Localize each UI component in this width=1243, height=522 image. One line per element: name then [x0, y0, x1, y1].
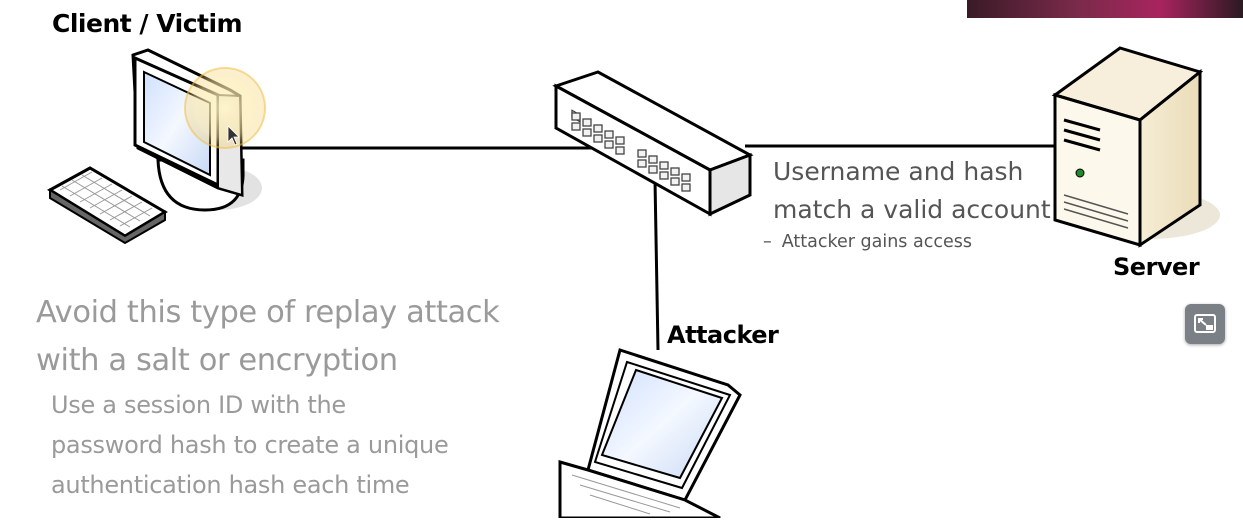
lesson-sub-line-2: password hash to create a unique — [51, 431, 449, 459]
picture-in-picture-icon — [1194, 314, 1216, 333]
cursor-highlight — [184, 67, 266, 149]
server-note-sub-text: Attacker gains access — [781, 232, 972, 252]
attacker-label: Attacker — [667, 321, 779, 349]
lesson-line-1: Avoid this type of replay attack — [36, 295, 500, 330]
client-computer-icon — [47, 48, 266, 245]
mouse-pointer-icon — [227, 125, 240, 146]
client-label: Client / Victim — [52, 9, 243, 38]
attacker-laptop-icon — [558, 348, 742, 520]
server-tower-icon — [1051, 46, 1220, 248]
server-note-sub: –Attacker gains access — [763, 232, 972, 252]
picture-in-picture-button[interactable] — [1185, 304, 1225, 344]
lesson-line-2: with a salt or encryption — [36, 343, 398, 378]
lesson-sub-line-1: Use a session ID with the — [51, 391, 346, 419]
network-switch-icon — [552, 70, 754, 217]
server-note-dash: – — [763, 232, 772, 252]
link-switch-attacker — [653, 179, 660, 351]
lesson-sub-line-3: authentication hash each time — [51, 471, 410, 499]
server-note-line-2: match a valid account — [773, 195, 1051, 224]
network-links — [230, 144, 1056, 351]
server-note-line-1: Username and hash — [773, 157, 1024, 186]
server-label: Server — [1113, 253, 1200, 281]
presenter-video-thumbnail — [967, 0, 1243, 18]
